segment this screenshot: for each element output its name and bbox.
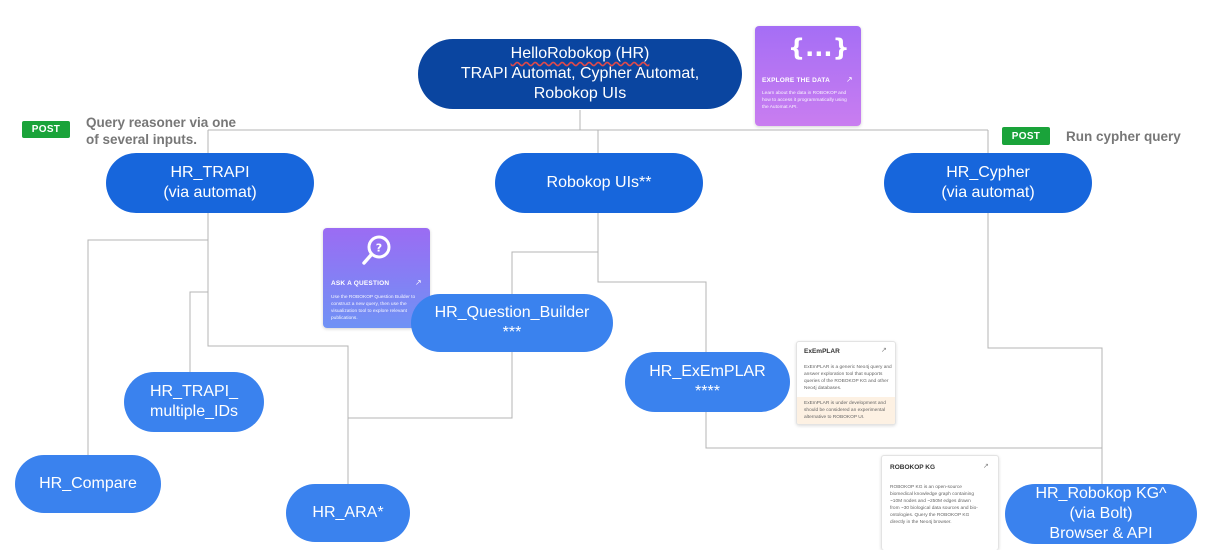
braces-icon: {...}: [788, 34, 850, 62]
post-note-right-line1: Run cypher query: [1066, 129, 1181, 144]
connector-trapi-multiple: [189, 240, 209, 372]
node-hr-trapi-line1: HR_TRAPI: [170, 164, 250, 181]
node-hr-compare[interactable]: HR_Compare: [15, 455, 161, 513]
external-link-icon[interactable]: ↗: [415, 278, 422, 287]
post-note-right: Run cypher query: [1066, 128, 1212, 145]
connector-trapi-ara: [207, 292, 349, 484]
card-exemplar-title: ExEmPLAR: [804, 348, 840, 355]
connector-root-bus: [207, 110, 989, 155]
post-note-left-line2: of several inputs.: [86, 132, 198, 147]
card-exemplar-body-line4: Neo4j databases.: [804, 386, 842, 391]
node-hr-robokop-kg-line3: Browser & API: [1049, 525, 1153, 542]
node-robokop-uis-line1: Robokop UIs**: [546, 174, 652, 191]
svg-text:?: ?: [376, 242, 382, 255]
card-ask-body-line4: publications.: [331, 316, 358, 321]
card-explore-body: Learn about the data in ROBOKOP and how …: [762, 90, 858, 111]
card-ask-body: Use the ROBOKOP Question Builder to cons…: [331, 294, 427, 322]
post-badge-right: POST: [1002, 127, 1050, 145]
card-ask-body-line2: construct a new query, then use the: [331, 302, 407, 307]
card-ask-body-line1: Use the ROBOKOP Question Builder to: [331, 295, 416, 300]
post-note-left: Query reasoner via one of several inputs…: [86, 114, 266, 148]
connector-uis-exemplar: [597, 252, 707, 352]
card-exemplar-warning-box: [797, 397, 895, 424]
node-hr-ara-line1: HR_ARA*: [312, 504, 384, 521]
card-robokop-kg[interactable]: ROBOKOP KG ↗ ROBOKOP KG is an open-sourc…: [881, 455, 999, 550]
node-hellorobokop[interactable]: HelloRobokop (HR) TRAPI Automat, Cypher …: [418, 39, 742, 109]
connector-question-builder-ara: [348, 352, 513, 419]
card-robokop-kg-body-line3: ~10M nodes and ~250M edges drawn: [890, 499, 971, 504]
card-explore-body-line2: how to access it programmatically using: [762, 98, 847, 103]
card-exemplar-warning: ExEmPLAR is under development and should…: [804, 400, 894, 421]
connector-trapi-compare: [87, 213, 209, 455]
card-ask-title: ASK A QUESTION: [331, 280, 390, 287]
node-hr-trapi-multiple-ids-line2: multiple_IDs: [149, 403, 239, 420]
node-hr-robokop-kg[interactable]: HR_Robokop KG^ (via Bolt) Browser & API: [1005, 484, 1197, 544]
node-robokop-uis[interactable]: Robokop UIs**: [495, 153, 703, 213]
node-hr-robokop-kg-line2: (via Bolt): [1069, 505, 1133, 522]
node-hr-ara[interactable]: HR_ARA*: [286, 484, 410, 542]
node-hr-exemplar[interactable]: HR_ExEmPLAR ****: [625, 352, 790, 412]
card-exemplar-body-line2: answer exploration tool that supports: [804, 372, 883, 377]
card-robokop-kg-body-line4: from ~30 biological data sources and bio…: [890, 506, 978, 511]
card-exemplar-body-line1: ExEmPLAR is a generic Neo4j query and: [804, 365, 892, 370]
magnifier-icon: ?: [362, 235, 391, 265]
node-hellorobokop-line2: TRAPI Automat, Cypher Automat,: [460, 65, 700, 82]
node-hr-question-builder[interactable]: HR_Question_Builder ***: [411, 294, 613, 352]
post-note-left-line1: Query reasoner via one: [86, 115, 237, 130]
connector-cypher-kg: [987, 213, 1103, 484]
card-ask-body-line3: visualization tool to explore relevant: [331, 309, 407, 314]
node-hr-question-builder-line2: ***: [502, 324, 522, 341]
external-link-icon[interactable]: ↗: [846, 75, 853, 84]
card-exemplar-warning-line1: ExEmPLAR is under development and: [804, 401, 886, 406]
connector-exemplar-kg: [705, 412, 1102, 449]
node-hellorobokop-line1: HelloRobokop (HR): [510, 45, 650, 62]
card-explore-body-line1: Learn about the data in ROBOKOP and: [762, 91, 847, 96]
card-robokop-kg-body-line1: ROBOKOP KG is an open-source: [890, 485, 962, 490]
card-exemplar[interactable]: ExEmPLAR ↗ ExEmPLAR is a generic Neo4j q…: [796, 341, 896, 425]
node-hr-trapi-multiple-ids[interactable]: HR_TRAPI_ multiple_IDs: [124, 372, 264, 432]
external-link-icon[interactable]: ↗: [983, 463, 989, 470]
node-hr-exemplar-line1: HR_ExEmPLAR: [649, 363, 766, 380]
card-exemplar-warning-line3: alternative to ROBOKOP UI.: [804, 415, 865, 420]
node-hellorobokop-line3: Robokop UIs: [533, 85, 627, 102]
external-link-icon[interactable]: ↗: [881, 347, 887, 354]
connector-uis-question-builder: [511, 213, 599, 295]
node-hr-cypher[interactable]: HR_Cypher (via automat): [884, 153, 1092, 213]
node-hr-compare-line1: HR_Compare: [39, 475, 137, 492]
node-hr-robokop-kg-line1: HR_Robokop KG^: [1035, 485, 1167, 502]
card-robokop-kg-body-line2: biomedical knowledge graph containing: [890, 492, 975, 497]
node-hr-trapi-line2: (via automat): [163, 184, 257, 201]
node-hr-cypher-line2: (via automat): [941, 184, 1035, 201]
card-explore-the-data[interactable]: {...} EXPLORE THE DATA ↗ Learn about the…: [755, 26, 861, 126]
card-explore-title: EXPLORE THE DATA: [762, 77, 830, 84]
card-exemplar-body: ExEmPLAR is a generic Neo4j query and an…: [804, 364, 894, 392]
node-hr-trapi[interactable]: HR_TRAPI (via automat): [106, 153, 314, 213]
node-hr-cypher-line1: HR_Cypher: [946, 164, 1030, 181]
card-exemplar-warning-line2: should be considered an experimental: [804, 408, 886, 413]
node-hr-question-builder-line1: HR_Question_Builder: [434, 304, 590, 321]
card-robokop-kg-body-line5: ontologies. Query the ROBOKOP KG: [890, 513, 970, 518]
node-hr-exemplar-line2: ****: [695, 383, 720, 400]
card-robokop-kg-body-line6: directly in the Neo4j browser.: [890, 520, 952, 525]
card-robokop-kg-title: ROBOKOP KG: [890, 464, 936, 471]
node-hr-trapi-multiple-ids-line1: HR_TRAPI_: [149, 383, 239, 400]
card-exemplar-body-line3: queries of the ROBOKOP KG and other: [804, 379, 889, 384]
card-robokop-kg-body: ROBOKOP KG is an open-source biomedical …: [890, 484, 998, 526]
card-explore-body-line3: the Automat API.: [762, 105, 798, 110]
post-badge-left: POST: [22, 121, 70, 138]
